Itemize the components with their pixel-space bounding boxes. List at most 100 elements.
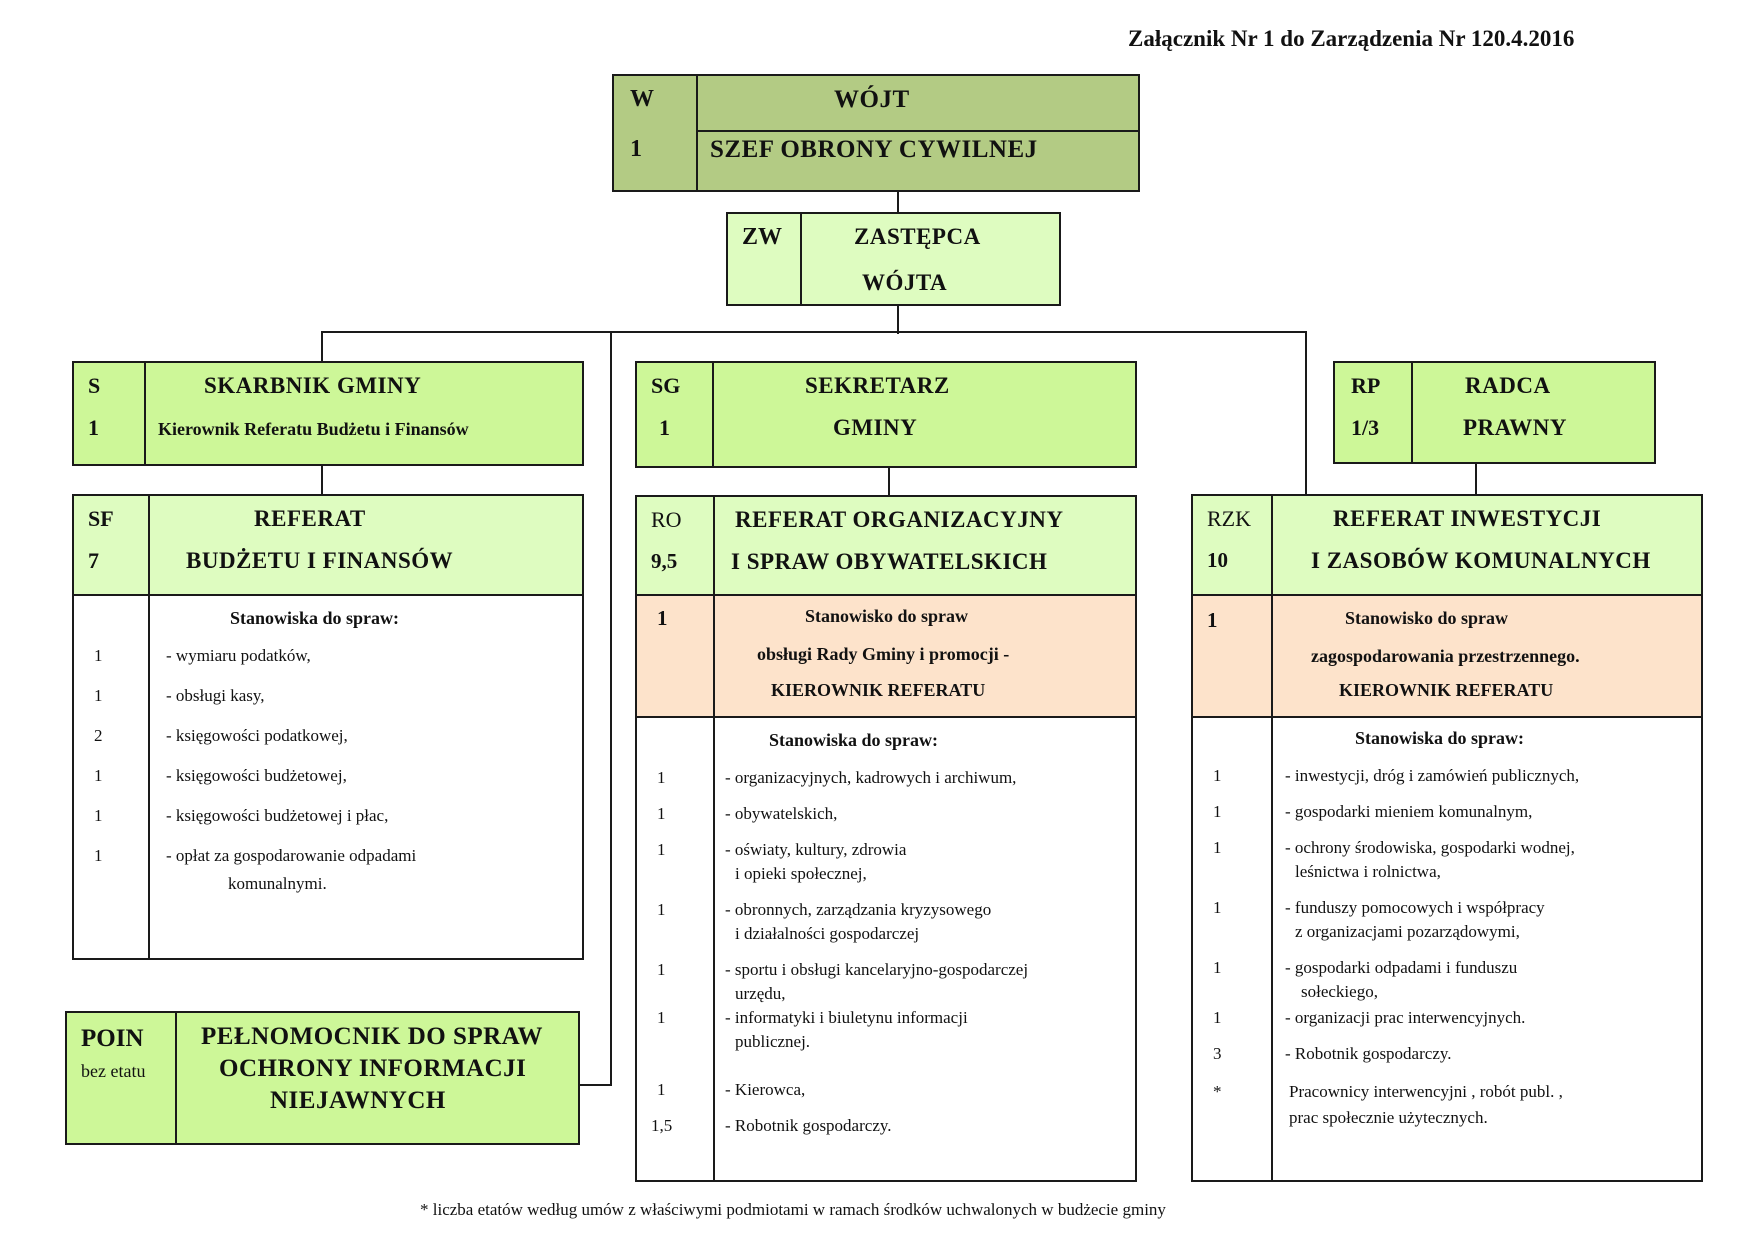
sekretarz-code-bottom: 1 bbox=[659, 415, 670, 440]
ref-inw-heading: Stanowiska do spraw: bbox=[1355, 728, 1525, 748]
ref-inw-item-2: - gospodarki mieniem komunalnym, bbox=[1285, 802, 1533, 821]
ref-budzetu-item-3-n: 2 bbox=[94, 726, 103, 745]
zastepca-box: ZW ZASTĘPCA WÓJTA bbox=[726, 212, 1061, 306]
ref-inw-item-1-n: 1 bbox=[1213, 766, 1222, 785]
skarbnik-divider bbox=[144, 363, 146, 464]
ref-budzetu-item-2-n: 1 bbox=[94, 686, 103, 705]
ref-org-code-top: RO bbox=[651, 507, 682, 532]
ref-inw-item-5: - gospodarki odpadami i funduszu bbox=[1285, 958, 1518, 977]
zastepca-line2: WÓJTA bbox=[862, 270, 948, 295]
ref-org-head-line3: KIEROWNIK REFERATU bbox=[771, 680, 986, 700]
ref-org-head-position: 1 Stanowisko do spraw obsługi Rady Gminy… bbox=[635, 594, 1137, 718]
ref-inw-divider bbox=[1271, 496, 1273, 594]
ref-budzetu-item-5-n: 1 bbox=[94, 806, 103, 825]
poin-box: POIN bez etatu PEŁNOMOCNIK DO SPRAW OCHR… bbox=[65, 1011, 580, 1145]
ref-inw-item-4-cont: z organizacjami pozarządowymi, bbox=[1295, 922, 1520, 941]
wojt-subtitle: SZEF OBRONY CYWILNEJ bbox=[710, 136, 1038, 163]
sekretarz-line1: SEKRETARZ bbox=[805, 373, 950, 398]
ref-budzetu-code-top: SF bbox=[88, 506, 114, 531]
ref-inw-header: RZK 10 REFERAT INWESTYCJI I ZASOBÓW KOMU… bbox=[1191, 494, 1703, 596]
connector-zastepca-bus bbox=[897, 304, 899, 334]
ref-inw-code-top: RZK bbox=[1207, 506, 1251, 531]
ref-budzetu-line1: REFERAT bbox=[254, 506, 366, 531]
ref-org-item-2-n: 1 bbox=[657, 804, 666, 823]
ref-org-item-1-n: 1 bbox=[657, 768, 666, 787]
ref-inw-item-3-cont: leśnictwa i rolnictwa, bbox=[1295, 862, 1441, 881]
sekretarz-code-top: SG bbox=[651, 373, 681, 398]
ref-org-item-4: - obronnych, zarządzania kryzysowego bbox=[725, 900, 992, 919]
ref-inw-code-bottom: 10 bbox=[1207, 548, 1228, 572]
ref-inw-head-position: 1 Stanowisko do spraw zagospodarowania p… bbox=[1191, 594, 1703, 718]
ref-org-divider bbox=[713, 497, 715, 595]
ref-org-item-3-cont: i opieki społecznej, bbox=[735, 864, 867, 883]
zastepca-code: ZW bbox=[742, 224, 783, 250]
connector-poin-horizontal bbox=[578, 1084, 612, 1086]
ref-budzetu-item-6-n: 1 bbox=[94, 846, 103, 865]
ref-inw-head-line1: Stanowisko do spraw bbox=[1345, 608, 1509, 628]
ref-org-head-n: 1 bbox=[657, 606, 668, 630]
ref-org-head-line2: obsługi Rady Gminy i promocji - bbox=[757, 644, 1010, 664]
ref-inw-head-line2: zagospodarowania przestrzennego. bbox=[1311, 646, 1580, 666]
ref-budzetu-item-6-cont: komunalnymi. bbox=[228, 874, 327, 893]
ref-budzetu-list-divider bbox=[148, 596, 150, 958]
ref-inw-item-4: - funduszy pomocowych i współpracy bbox=[1285, 898, 1545, 917]
radca-code-top: RP bbox=[1351, 373, 1381, 398]
ref-org-item-4-cont: i działalności gospodarczej bbox=[735, 924, 920, 943]
connector-bus-poin bbox=[610, 331, 612, 1086]
ref-budzetu-item-2: - obsługi kasy, bbox=[166, 686, 265, 705]
poin-line1: PEŁNOMOCNIK DO SPRAW bbox=[201, 1023, 543, 1050]
radca-divider bbox=[1411, 363, 1413, 462]
ref-org-item-6-n: 1 bbox=[657, 1008, 666, 1027]
skarbnik-code-top: S bbox=[88, 373, 101, 398]
ref-inw-item-3: - ochrony środowiska, gospodarki wodnej, bbox=[1285, 838, 1575, 857]
ref-org-item-8: - Robotnik gospodarczy. bbox=[725, 1116, 892, 1135]
connector-sekretarz-ref bbox=[888, 466, 890, 497]
skarbnik-box: S 1 SKARBNIK GMINY Kierownik Referatu Bu… bbox=[72, 361, 584, 466]
sekretarz-divider bbox=[712, 363, 714, 466]
ref-org-item-3: - oświaty, kultury, zdrowia bbox=[725, 840, 907, 859]
poin-divider bbox=[175, 1013, 177, 1143]
ref-budzetu-item-4: - księgowości budżetowej, bbox=[166, 766, 347, 785]
ref-org-line1: REFERAT ORGANIZACYJNY bbox=[735, 507, 1064, 532]
ref-budzetu-list: Stanowiska do spraw: 1 - wymiaru podatkó… bbox=[72, 594, 584, 960]
ref-budzetu-item-5: - księgowości budżetowej i płac, bbox=[166, 806, 389, 825]
ref-org-code-bottom: 9,5 bbox=[651, 549, 678, 573]
poin-code: POIN bbox=[81, 1025, 144, 1052]
ref-inw-item-1: - inwestycji, dróg i zamówień publicznyc… bbox=[1285, 766, 1580, 785]
skarbnik-code-bottom: 1 bbox=[88, 415, 99, 440]
ref-org-line2: I SPRAW OBYWATELSKICH bbox=[731, 549, 1048, 574]
skarbnik-subtitle: Kierownik Referatu Budżetu i Finansów bbox=[158, 419, 469, 439]
connector-main-bus bbox=[321, 331, 1307, 333]
footnote: * liczba etatów według umów z właściwymi… bbox=[420, 1200, 1166, 1219]
ref-inw-item-8: Pracownicy interwencyjni , robót publ. , bbox=[1289, 1082, 1563, 1101]
ref-budzetu-divider bbox=[148, 496, 150, 594]
ref-org-header: RO 9,5 REFERAT ORGANIZACYJNY I SPRAW OBY… bbox=[635, 495, 1137, 597]
ref-org-item-5-n: 1 bbox=[657, 960, 666, 979]
ref-org-item-3-n: 1 bbox=[657, 840, 666, 859]
ref-org-heading: Stanowiska do spraw: bbox=[769, 730, 939, 750]
ref-inw-item-3-n: 1 bbox=[1213, 838, 1222, 857]
ref-org-head-divider bbox=[713, 596, 715, 716]
ref-budzetu-line2: BUDŻETU I FINANSÓW bbox=[186, 548, 454, 573]
wojt-row-divider bbox=[696, 130, 1138, 132]
wojt-divider bbox=[696, 76, 698, 190]
radca-line2: PRAWNY bbox=[1463, 415, 1567, 440]
ref-org-item-4-n: 1 bbox=[657, 900, 666, 919]
ref-inw-head-n: 1 bbox=[1207, 608, 1218, 632]
ref-inw-item-8-n: * bbox=[1213, 1082, 1222, 1101]
ref-budzetu-item-1: - wymiaru podatków, bbox=[166, 646, 311, 665]
wojt-code-bottom: 1 bbox=[630, 136, 642, 162]
ref-org-item-6: - informatyki i biuletynu informacji bbox=[725, 1008, 968, 1027]
ref-budzetu-heading: Stanowiska do spraw: bbox=[230, 608, 400, 628]
ref-inw-item-7-n: 3 bbox=[1213, 1044, 1222, 1063]
ref-budzetu-item-3: - księgowości podatkowej, bbox=[166, 726, 348, 745]
zastepca-line1: ZASTĘPCA bbox=[854, 224, 981, 249]
ref-inw-list: Stanowiska do spraw: 1 - inwestycji, dró… bbox=[1191, 716, 1703, 1182]
ref-inw-item-4-n: 1 bbox=[1213, 898, 1222, 917]
wojt-title: WÓJT bbox=[834, 86, 910, 113]
ref-org-list: Stanowiska do spraw: 1 - organizacyjnych… bbox=[635, 716, 1137, 1182]
connector-wojt-zastepca bbox=[897, 190, 899, 214]
ref-budzetu-header: SF 7 REFERAT BUDŻETU I FINANSÓW bbox=[72, 494, 584, 596]
wojt-code-top: W bbox=[630, 86, 654, 112]
ref-inw-item-6: - organizacji prac interwencyjnych. bbox=[1285, 1008, 1526, 1027]
